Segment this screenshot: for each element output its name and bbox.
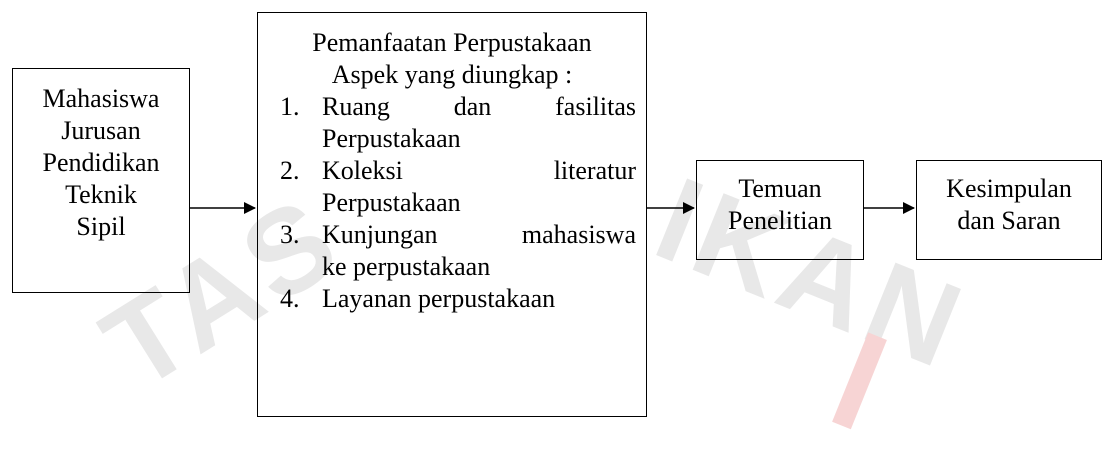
aspect-text-line1: Kunjungan mahasiswa: [322, 220, 636, 249]
aspect-item-4: 4. Layanan perpustakaan: [268, 283, 636, 315]
conclusion-line-1: Kesimpulan: [946, 174, 1072, 203]
aspect-number: 2.: [280, 156, 300, 185]
conclusion-box: Kesimpulan dan Saran: [916, 160, 1102, 260]
findings-box: Temuan Penelitian: [696, 160, 864, 260]
student-box: Mahasiswa Jurusan Pendidikan Teknik Sipi…: [12, 68, 190, 293]
aspect-item-3: 3. Kunjungan mahasiswa ke perpustakaan: [268, 219, 636, 283]
student-line-2: Jurusan: [61, 116, 141, 145]
aspect-number: 3.: [280, 220, 300, 249]
aspect-text-line2: ke perpustakaan: [322, 252, 491, 281]
aspect-item-1: 1. Ruang dan fasilitas Perpustakaan: [268, 91, 636, 155]
library-usage-title: Pemanfaatan Perpustakaan: [312, 28, 592, 57]
aspect-text-line2: Perpustakaan: [322, 188, 461, 217]
student-line-4: Teknik: [65, 180, 137, 209]
aspect-number: 1.: [280, 92, 300, 121]
aspect-text-line1: Koleksi literatur: [322, 156, 636, 185]
aspects-subtitle: Aspek yang diungkap :: [331, 60, 573, 89]
aspect-item-2: 2. Koleksi literatur Perpustakaan: [268, 155, 636, 219]
aspect-text-line1: Ruang dan fasilitas: [322, 92, 636, 121]
student-line-1: Mahasiswa: [42, 84, 160, 113]
aspect-text-line2: Perpustakaan: [322, 124, 461, 153]
findings-line-1: Temuan: [738, 174, 822, 203]
student-line-5: Sipil: [76, 212, 126, 241]
conclusion-line-2: dan Saran: [957, 206, 1061, 235]
findings-line-2: Penelitian: [728, 206, 832, 235]
student-line-3: Pendidikan: [42, 148, 160, 177]
arrows-layer: [190, 202, 915, 214]
aspect-number: 4.: [280, 284, 300, 313]
library-usage-box: Pemanfaatan Perpustakaan Aspek yang diun…: [257, 12, 647, 417]
aspect-text-line1: Layanan perpustakaan: [322, 284, 556, 313]
aspects-list: 1. Ruang dan fasilitas Perpustakaan 2. K…: [268, 91, 636, 315]
